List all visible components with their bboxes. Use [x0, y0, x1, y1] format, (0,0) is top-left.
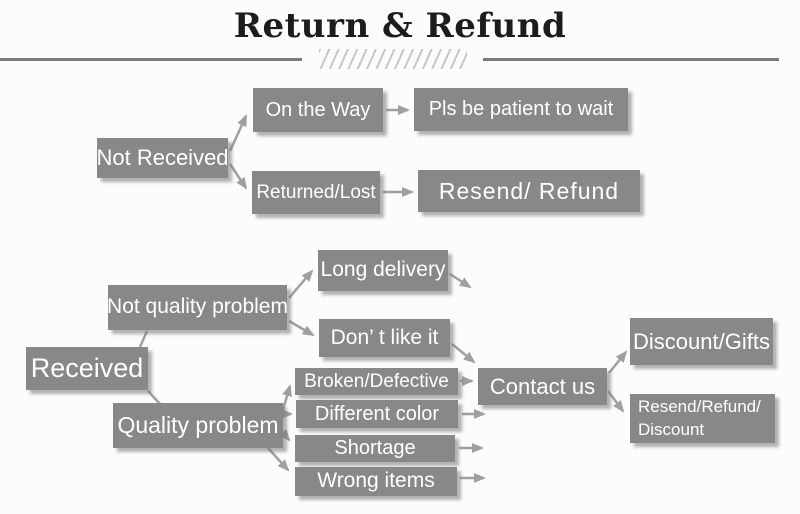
flow-node-broken-defective: Broken/Defective [295, 368, 458, 395]
edge-quality-to-wrong-items [267, 447, 290, 472]
flow-node-quality-problem: Quality problem [113, 403, 283, 448]
flow-node-label: Different color [314, 402, 440, 425]
flow-node-not-received: Not Received [96, 138, 229, 178]
divider-line-left [0, 58, 302, 61]
flow-node-label: Contact us [489, 373, 596, 399]
flow-node-label: Returned/Lost [256, 181, 376, 203]
flow-node-label: Resend/ Refund [438, 177, 620, 204]
flow-node-not-quality-problem: Not quality problem [107, 285, 288, 330]
flow-node-long-delivery: Long delivery [318, 250, 448, 291]
flow-node-label: Long delivery [320, 258, 446, 282]
flow-node-label: Pls be patient to wait [428, 98, 614, 120]
edge-not-received-to-returned-lost [228, 163, 248, 190]
flow-node-label: On the Way [265, 98, 371, 121]
flow-node-label: Quality problem [117, 412, 279, 439]
divider-line-right [483, 58, 779, 61]
edge-not-quality-to-long-delivery [288, 269, 314, 299]
page-title: Return & Refund [233, 6, 567, 46]
flow-node-resend-refund: Resend/ Refund [418, 170, 640, 212]
flow-node-resend-refund-discount: Resend/Refund/ Discount [630, 394, 775, 443]
edge-received-to-not-quality-problem [138, 330, 149, 348]
flow-node-received: Received [26, 347, 148, 390]
edge-dont-like-it-to-contact-us [451, 343, 476, 364]
flow-node-label: Not quality problem [107, 295, 288, 319]
flow-node-label: Received [30, 353, 144, 384]
flow-node-returned-lost: Returned/Lost [252, 171, 380, 214]
flow-node-label: Wrong items [317, 469, 435, 493]
flow-node-different-color: Different color [296, 400, 458, 428]
flow-node-label: Discount/Gifts [633, 328, 770, 354]
flow-node-label: Shortage [334, 437, 416, 459]
flow-node-contact-us: Contact us [478, 368, 607, 405]
flow-node-discount-gifts: Discount/Gifts [630, 318, 773, 365]
edge-not-quality-to-dont-like-it [288, 319, 315, 337]
flow-node-dont-like-it: Don’ t like it [319, 319, 450, 357]
edge-contact-us-to-resend-refund-discount [607, 390, 625, 413]
flow-node-label: Don’ t like it [330, 325, 439, 349]
flow-node-label: Not Received [96, 145, 229, 171]
edge-not-received-to-on-the-way [228, 114, 248, 152]
flow-node-on-the-way: On the Way [253, 88, 383, 132]
edge-contact-us-to-discount-gifts [608, 350, 628, 374]
edge-long-delivery-out [449, 272, 472, 289]
flow-node-shortage: Shortage [295, 435, 455, 462]
flow-node-pls-be-patient-to-wait: Pls be patient to wait [414, 88, 628, 131]
divider-hatch-marks [319, 49, 467, 69]
flow-node-label: Resend/Refund/ Discount [638, 397, 761, 439]
flow-node-wrong-items: Wrong items [295, 467, 457, 496]
flow-node-label: Broken/Defective [304, 370, 449, 392]
